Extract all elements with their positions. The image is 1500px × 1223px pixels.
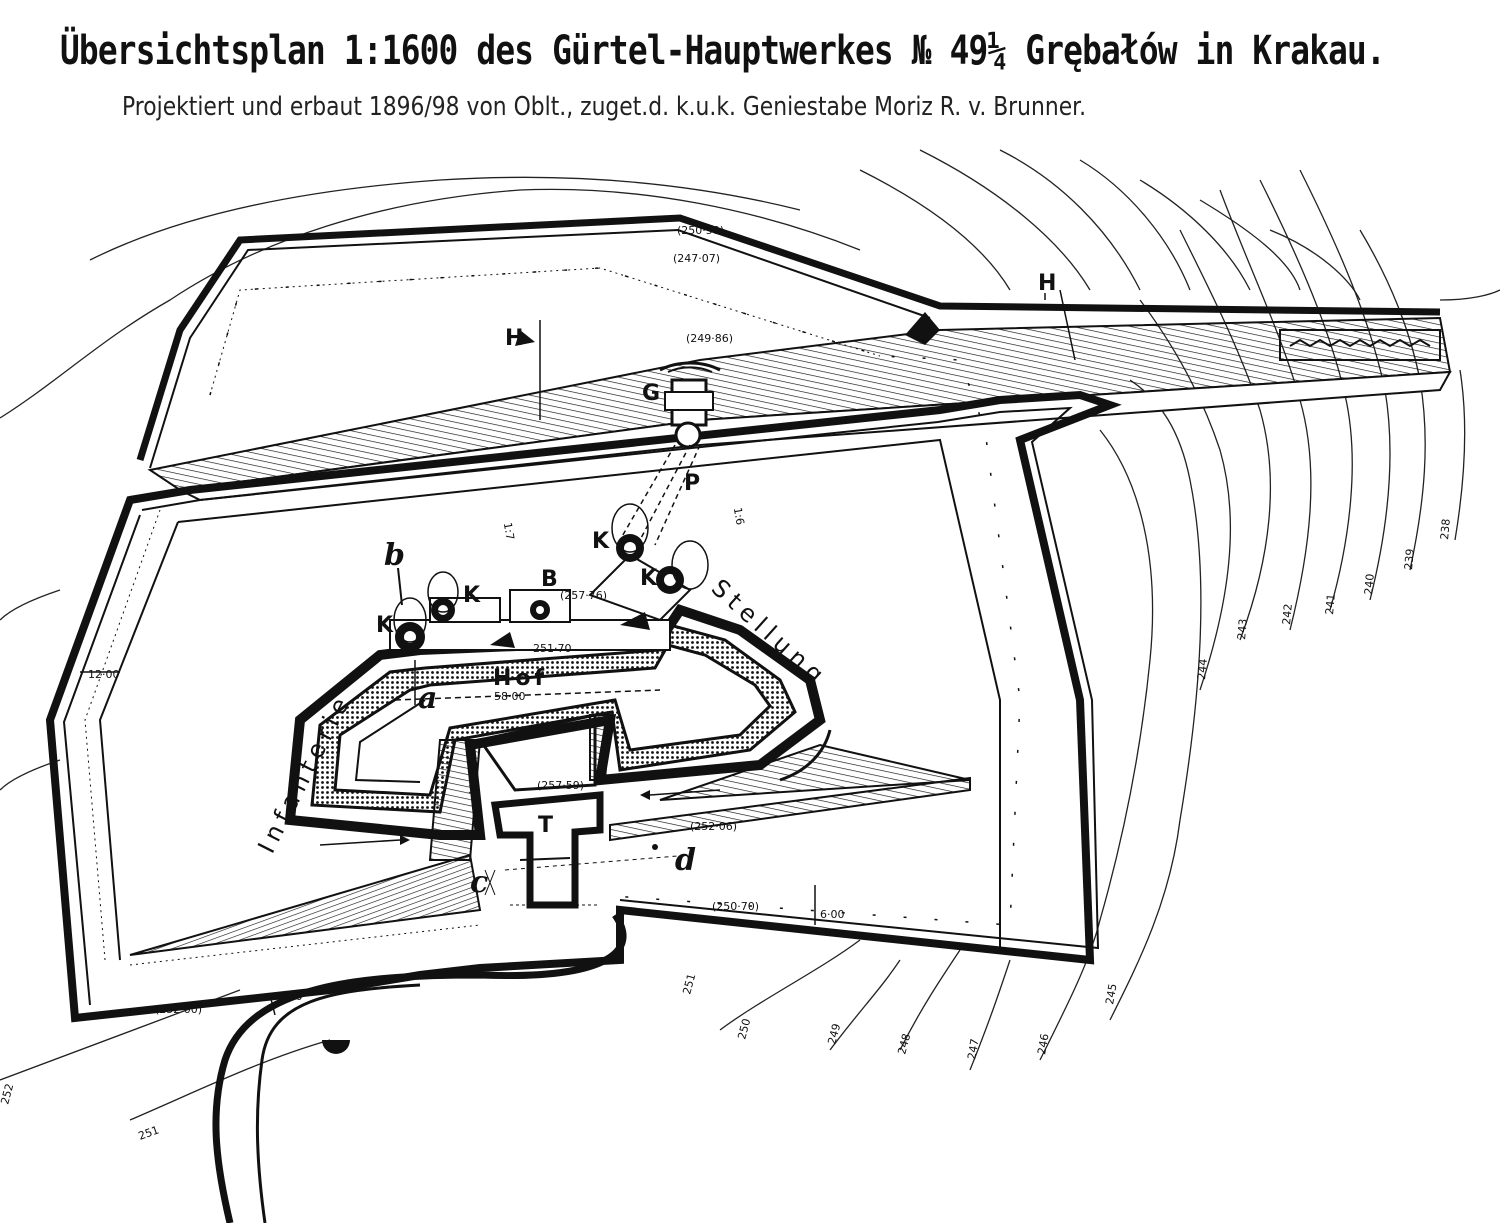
label-c: c bbox=[470, 865, 488, 900]
dim-4: 4·00 bbox=[278, 990, 303, 1003]
dim-12: 12·00 bbox=[88, 668, 120, 681]
glacis-slopes bbox=[129, 743, 971, 956]
label-g: G bbox=[642, 381, 660, 406]
contour-label: 239 bbox=[1402, 548, 1417, 570]
elev-252-00: (252·00) bbox=[155, 1003, 202, 1016]
contour-label: 245 bbox=[1103, 983, 1119, 1006]
contour-label: 247 bbox=[965, 1038, 981, 1061]
elev-252-06: (252·06) bbox=[690, 820, 737, 833]
contour-label: 242 bbox=[1280, 603, 1295, 625]
contour-label: 244 bbox=[1195, 658, 1210, 680]
dim-58: 58·00 bbox=[494, 690, 526, 703]
elev-250-70: (250·70) bbox=[712, 900, 759, 913]
outer-enceinte bbox=[45, 267, 1122, 1023]
turrets bbox=[393, 503, 709, 652]
label-k1: K bbox=[592, 529, 610, 554]
elev-251-70: 251·70 bbox=[533, 642, 572, 655]
label-h2: H bbox=[1038, 271, 1056, 296]
contour-label: 249 bbox=[825, 1022, 843, 1046]
elev-249-86: (249·86) bbox=[686, 332, 733, 345]
approach-road bbox=[212, 912, 627, 1223]
label-k2: K bbox=[640, 566, 658, 591]
elev-257-59: (257·59) bbox=[537, 779, 584, 792]
contour-label: 238 bbox=[1438, 518, 1453, 540]
label-slope-1-7: 1:7 bbox=[501, 521, 517, 541]
contour-label: 248 bbox=[895, 1032, 913, 1056]
label-b: B bbox=[541, 567, 558, 592]
plan-title: Übersichtsplan 1:1600 des Gürtel-Hauptwe… bbox=[60, 28, 1386, 74]
label-a: a bbox=[418, 681, 437, 716]
elev-257-76: (257·76) bbox=[560, 589, 607, 602]
contour-label: 251 bbox=[680, 972, 698, 996]
label-k4: K bbox=[376, 613, 394, 638]
label-d: d bbox=[675, 843, 696, 878]
contour-label: 246 bbox=[1035, 1033, 1051, 1056]
label-k3: K bbox=[463, 583, 481, 608]
elev-250-50: (250·50) bbox=[677, 224, 724, 237]
elev-247-07: (247·07) bbox=[673, 252, 720, 265]
label-p: P bbox=[684, 471, 700, 496]
central-work bbox=[284, 553, 832, 909]
contour-label: 252 bbox=[0, 1082, 16, 1106]
contour-label: 250 bbox=[735, 1017, 753, 1041]
label-h1: H bbox=[505, 326, 523, 351]
contour-label: 241 bbox=[1323, 593, 1338, 615]
contour-label: 243 bbox=[1235, 618, 1250, 640]
dim-6: 6·00 bbox=[820, 908, 845, 921]
label-t: T bbox=[538, 813, 553, 838]
dim-3: 3 bbox=[468, 783, 475, 796]
label-hof: Hof bbox=[493, 666, 548, 691]
contour-labels: 252 251 251 250 249 248 247 246 245 244 … bbox=[0, 518, 1453, 1143]
label-b-section: b bbox=[384, 538, 405, 573]
label-slope-1-6: 1:6 bbox=[731, 506, 747, 526]
contour-label: 251 bbox=[137, 1123, 161, 1142]
section-markers bbox=[80, 289, 1076, 1016]
plan-subtitle: Projektiert und erbaut 1896/98 von Oblt.… bbox=[122, 92, 1087, 122]
caponier bbox=[619, 361, 721, 546]
contour-lines bbox=[0, 149, 1500, 1121]
northern-rampart bbox=[136, 214, 1452, 502]
contour-label: 240 bbox=[1362, 573, 1377, 595]
